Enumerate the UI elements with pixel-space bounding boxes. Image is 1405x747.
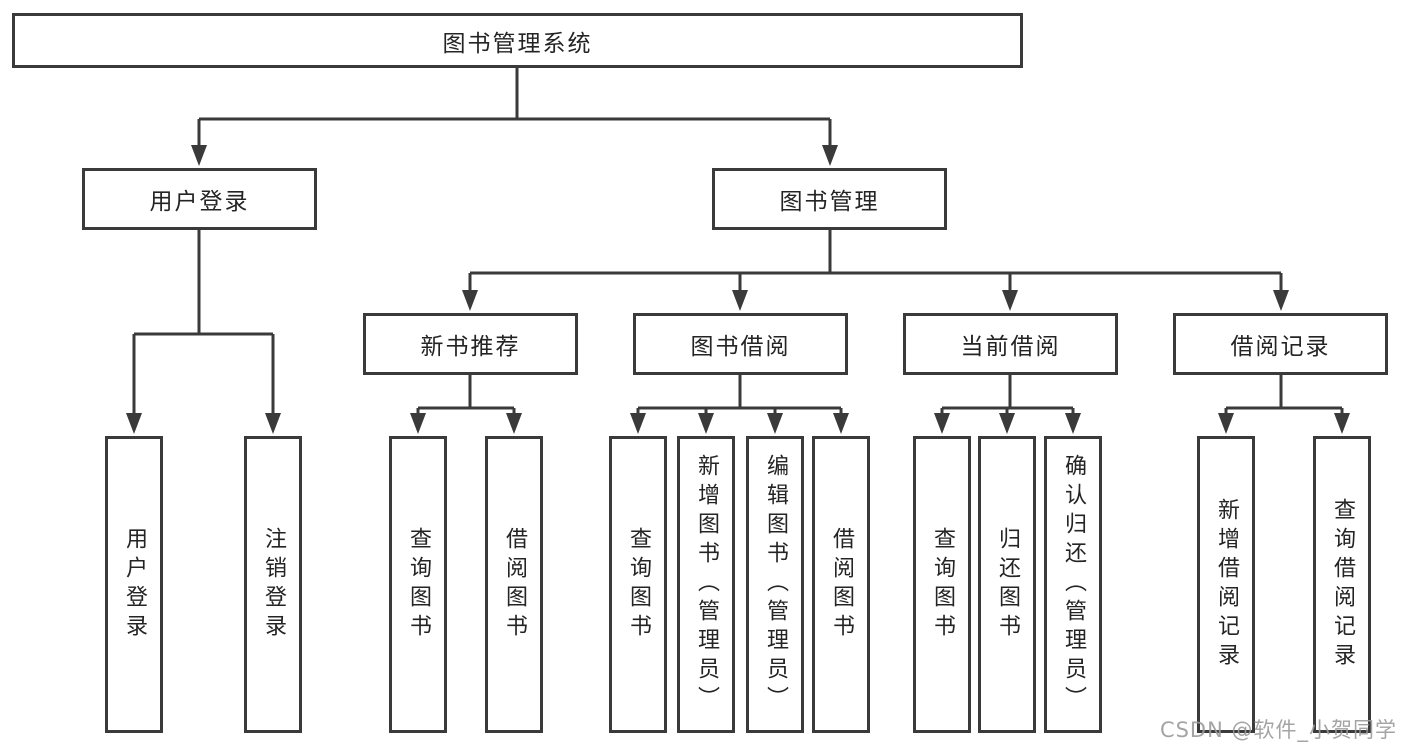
- node-user-login: 用户登录: [82, 168, 317, 230]
- node-new-book-recommendation: 新书推荐: [363, 313, 578, 375]
- csdn-watermark: CSDN @软件_小贺同学: [1159, 718, 1397, 742]
- node-current-borrowing: 当前借阅: [903, 313, 1118, 375]
- leaf-add-book-admin: 新增图书（管理员）: [677, 436, 735, 733]
- leaf-confirm-return-admin: 确认归还（管理员）: [1044, 436, 1102, 733]
- leaf-add-borrow-record: 新增借阅记录: [1197, 436, 1255, 733]
- leaf-query-books-borrow: 查询图书: [609, 436, 667, 733]
- leaf-return-book: 归还图书: [978, 436, 1036, 733]
- leaf-user-login: 用户登录: [105, 436, 163, 733]
- leaf-query-books-current: 查询图书: [913, 436, 971, 733]
- leaf-query-books-recommend: 查询图书: [389, 436, 447, 733]
- node-root: 图书管理系统: [12, 13, 1023, 68]
- leaf-borrow-books: 借阅图书: [812, 436, 870, 733]
- node-book-borrowing: 图书借阅: [633, 313, 848, 375]
- leaf-query-borrow-record: 查询借阅记录: [1313, 436, 1371, 733]
- leaf-edit-book-admin: 编辑图书（管理员）: [746, 436, 804, 733]
- node-borrowing-records: 借阅记录: [1173, 313, 1388, 375]
- leaf-logout: 注销登录: [244, 436, 302, 733]
- leaf-borrow-books-recommend: 借阅图书: [485, 436, 543, 733]
- node-book-management: 图书管理: [712, 168, 947, 230]
